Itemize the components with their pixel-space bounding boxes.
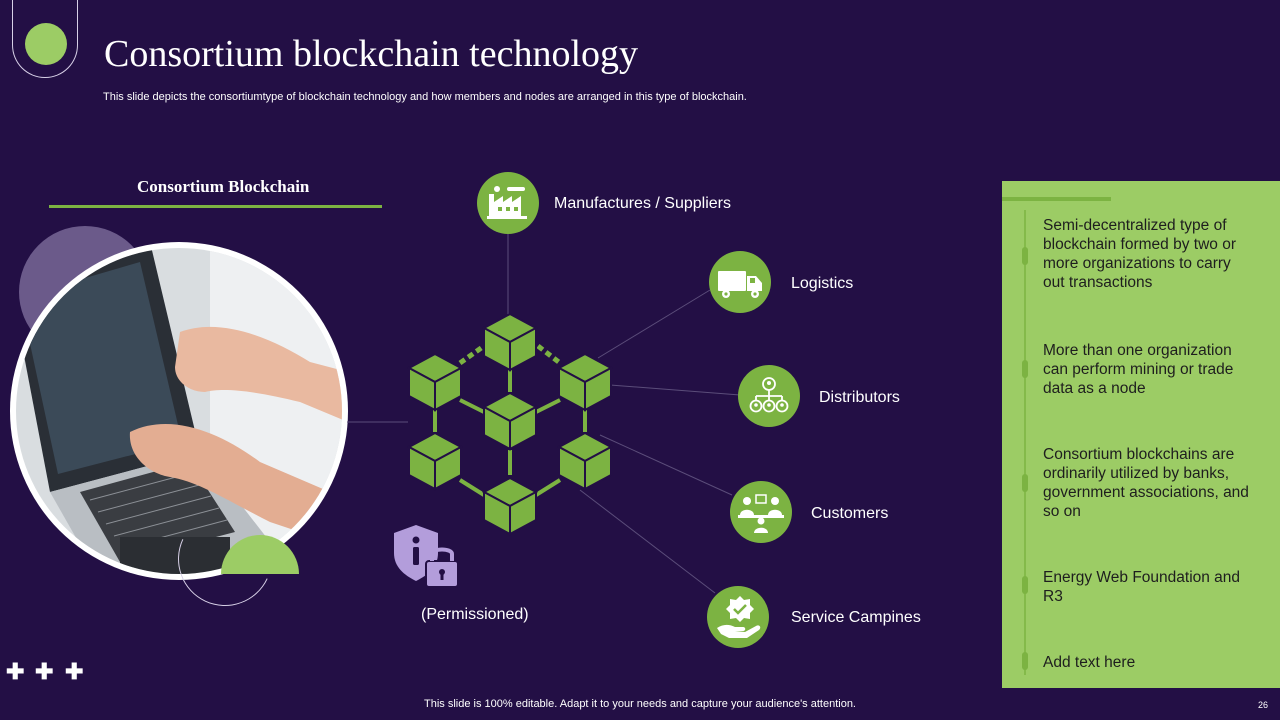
factory-icon: [487, 186, 527, 219]
customers-node: [730, 481, 792, 543]
page-title: Consortium blockchain technology: [104, 33, 639, 75]
people-meeting-icon: [738, 494, 784, 533]
panel-item-2: More than one organization can perform m…: [1043, 342, 1234, 397]
page-subtitle: This slide depicts the consortiumtype of…: [103, 91, 747, 103]
panel-item-4: Energy Web Foundation and R3: [1043, 569, 1241, 605]
section-label: Consortium Blockchain: [137, 177, 310, 196]
info-panel: [1002, 181, 1280, 688]
panel-item-1: Semi-decentralized type of blockchain fo…: [1043, 217, 1236, 291]
header-green-dot: [25, 23, 67, 65]
distributors-node: [738, 365, 800, 427]
plus-icon: ✚: [6, 659, 25, 684]
node-label-customers: Customers: [811, 505, 889, 522]
section-underline: [49, 205, 382, 208]
service-node: [707, 586, 769, 648]
panel-top-bar: [1002, 197, 1111, 201]
panel-item-5: Add text here: [1043, 654, 1136, 671]
header-tab-decoration: [12, 0, 78, 78]
node-label-service: Service Campines: [791, 609, 921, 626]
page-number: 26: [1258, 700, 1269, 710]
plus-icon: ✚: [65, 659, 84, 684]
node-label-manufacturers: Manufactures / Suppliers: [554, 195, 731, 212]
node-label-distributors: Distributors: [819, 389, 900, 406]
panel-item-3: Consortium blockchains are ordinarily ut…: [1043, 446, 1249, 520]
node-label-logistics: Logistics: [791, 275, 854, 292]
logistics-node: [709, 251, 771, 313]
plus-icon: ✚: [35, 659, 54, 684]
info-lock-icon: [392, 523, 462, 594]
panel-timeline: [1022, 210, 1028, 675]
footer-note: This slide is 100% editable. Adapt it to…: [424, 698, 856, 710]
hierarchy-icon: [749, 377, 789, 413]
hand-badge-icon: [717, 596, 761, 638]
manufacturers-node: [477, 172, 539, 234]
blockchain-cube-network: [406, 312, 614, 536]
truck-icon: [718, 271, 762, 298]
permissioned-label: (Permissioned): [421, 606, 529, 623]
